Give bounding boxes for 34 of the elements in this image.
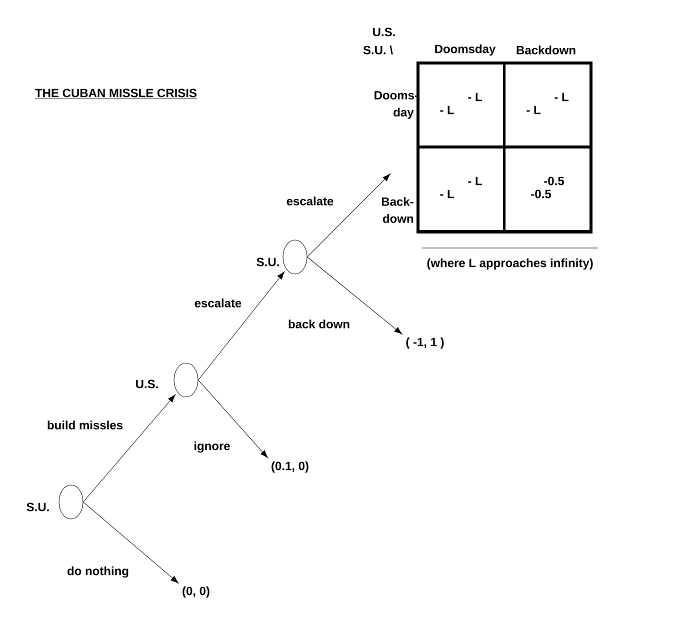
arrow xyxy=(198,271,285,380)
arrow xyxy=(307,256,402,334)
header-label: S.U. \ xyxy=(363,46,393,54)
player-label: S.U. xyxy=(26,502,49,512)
edge-label: ignore xyxy=(192,440,232,454)
payoff-text: (0, 0) xyxy=(182,586,210,598)
header-label: Doomsday xyxy=(435,44,496,56)
header-label: Back- down xyxy=(382,197,414,223)
payoff-text: ( -1, 1 ) xyxy=(406,337,444,349)
payoff-cell: - L - L xyxy=(503,62,592,148)
decision-oval xyxy=(282,240,308,274)
payoff-matrix xyxy=(416,62,593,234)
edge-label: build missles xyxy=(46,420,124,430)
header-label: U.S. xyxy=(373,28,395,36)
header-label: Backdown xyxy=(516,46,576,54)
arrow xyxy=(83,394,176,502)
arrow xyxy=(83,502,179,584)
payoff-cell: - L - L xyxy=(416,62,506,148)
edge-label: escalate xyxy=(285,196,335,206)
payoff-cell: - L - L xyxy=(416,146,506,232)
payoff-text: (0.1, 0) xyxy=(272,461,308,473)
edge-label: back down xyxy=(287,318,352,330)
payoff-cell: -0.5 -0.5 xyxy=(503,146,592,232)
player-label: U.S. xyxy=(136,380,158,388)
decision-oval xyxy=(174,362,198,398)
decision-oval xyxy=(58,484,84,520)
edge-label: do nothing xyxy=(66,565,130,579)
title: THE CUBAN MISSLE CRISIS xyxy=(34,88,198,99)
arrow xyxy=(307,174,391,258)
edge-label: escalate xyxy=(193,298,243,308)
arrow xyxy=(198,380,268,458)
note: (where L approaches infinity) xyxy=(427,258,593,270)
header-label: Dooms- day xyxy=(374,91,418,119)
player-label: S.U. xyxy=(256,258,279,266)
